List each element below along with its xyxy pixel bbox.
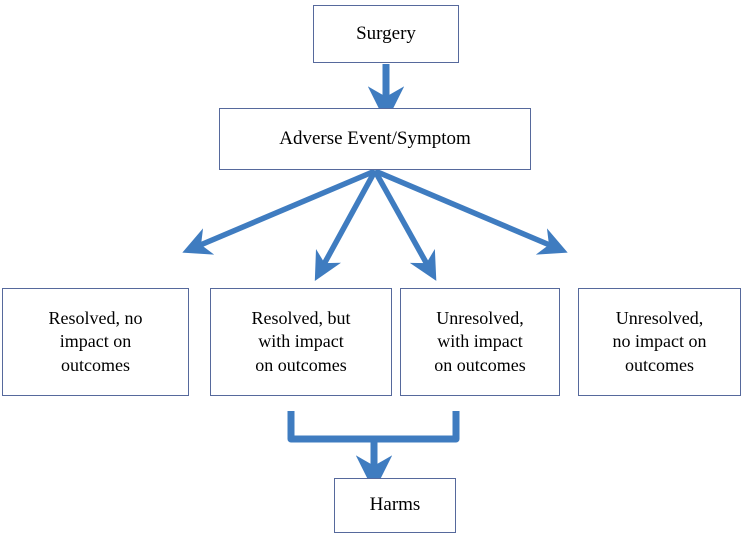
node-harms[interactable]: Harms [334, 478, 456, 533]
node-surgery-label: Surgery [356, 22, 416, 44]
node-unresolved-with-impact[interactable]: Unresolved, with impact on outcomes [400, 288, 560, 396]
connector-impact-boxes-brace [287, 411, 460, 443]
node-unresolved-no-impact-label: Unresolved, no impact on outcomes [612, 308, 707, 375]
connector-adverse-event-to-unresolved-no-impact [373, 168, 568, 255]
node-resolved-with-impact[interactable]: Resolved, but with impact on outcomes [210, 288, 392, 396]
connector-adverse-event-to-unresolved-with-impact [372, 169, 437, 281]
node-unresolved-with-impact-label: Unresolved, with impact on outcomes [434, 308, 526, 375]
node-resolved-with-impact-label: Resolved, but with impact on outcomes [251, 308, 351, 375]
node-unresolved-no-impact[interactable]: Unresolved, no impact on outcomes [578, 288, 741, 396]
connector-adverse-event-to-resolved-no-impact [182, 168, 377, 255]
node-harms-label: Harms [369, 494, 421, 516]
connector-adverse-event-to-resolved-with-impact [314, 169, 378, 281]
node-adverse-event-label: Adverse Event/Symptom [279, 127, 471, 149]
node-resolved-no-impact-label: Resolved, no impact on outcomes [48, 308, 143, 375]
node-surgery[interactable]: Surgery [313, 5, 459, 63]
node-resolved-no-impact[interactable]: Resolved, no impact on outcomes [2, 288, 189, 396]
node-adverse-event[interactable]: Adverse Event/Symptom [219, 108, 531, 170]
